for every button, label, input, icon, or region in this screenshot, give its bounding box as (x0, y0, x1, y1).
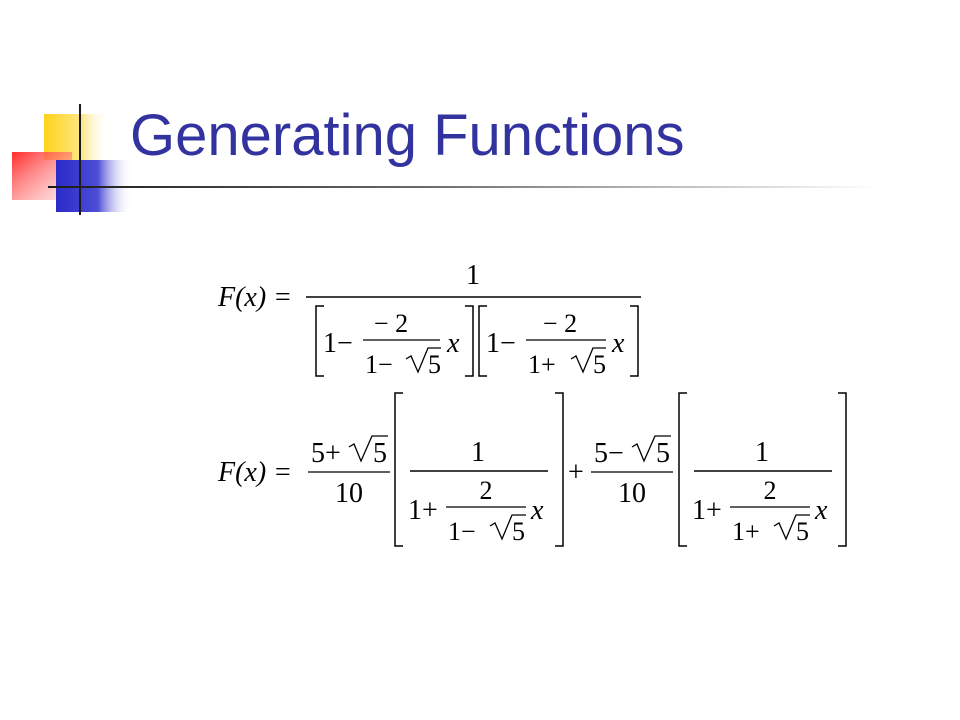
equation-2: F(x) = 5+ 5 10 1 1+ 2 1− 5 x + 5− 5 10 1… (217, 392, 847, 547)
eq2-term1-frac-denominator-lead: 1− (448, 517, 476, 546)
eq1-factor2-frac-denominator-lead: 1+ (528, 350, 556, 379)
eq1-factor2-left-bracket (478, 305, 487, 377)
eq1-factor2-frac-numerator: − 2 (543, 309, 577, 338)
eq2-term1-sqrt-sign (489, 514, 526, 541)
eq1-factor1-frac-denominator-lead: 1− (365, 350, 393, 379)
eq2-term1-frac-numerator: 2 (480, 476, 493, 505)
eq2-term1-coef-numerator-lead: 5+ (311, 438, 341, 469)
eq2-term2-numerator: 1 (755, 437, 769, 468)
eq2-term2-left-bracket (678, 392, 687, 547)
slide-title: Generating Functions (130, 103, 685, 168)
eq2-term2-right-bracket (838, 392, 847, 547)
eq2-term2-lead: 1+ (692, 495, 722, 526)
eq2-term2-frac-numerator: 2 (764, 476, 777, 505)
eq2-term1-variable: x (530, 495, 544, 526)
eq2-term2-radicand: 5 (796, 517, 809, 546)
eq1-factor1-frac-numerator: − 2 (374, 309, 408, 338)
eq1-factor1-variable: x (446, 328, 460, 359)
corner-decoration (12, 104, 132, 215)
eq1-factor1-radicand: 5 (428, 350, 441, 379)
eq2-term1-right-bracket (555, 392, 564, 547)
title-underline (48, 186, 878, 188)
eq2-term2-variable: x (814, 495, 828, 526)
eq1-factor2-variable: x (611, 328, 625, 359)
eq1-factor1-right-bracket (465, 305, 474, 377)
eq2-term1-coef-sqrt-sign (348, 435, 388, 463)
eq1-factor2-right-bracket (630, 305, 639, 377)
eq1-lhs: F(x) = (217, 282, 292, 313)
equation-1: F(x) = 1 1− − 2 1− 5 x 1− − 2 1+ 5 x (217, 260, 641, 379)
deco-yellow-fade (80, 114, 110, 160)
eq2-term1-radicand: 5 (512, 517, 525, 546)
eq1-factor2-lead: 1− (486, 328, 516, 359)
eq2-term2-coef-radicand: 5 (656, 438, 670, 469)
eq2-term2-coef-sqrt-sign (631, 435, 671, 463)
eq1-numerator: 1 (466, 260, 480, 291)
eq1-factor1-left-bracket (315, 305, 324, 377)
eq1-factor1-lead: 1− (323, 328, 353, 359)
eq2-lhs: F(x) = (217, 457, 292, 488)
eq2-term1-left-bracket (394, 392, 403, 547)
eq2-term1-lead: 1+ (408, 495, 438, 526)
eq2-term2-frac-denominator-lead: 1+ (732, 517, 760, 546)
eq2-term1-coef-denominator: 10 (335, 478, 363, 509)
eq1-factor2-sqrt-sign (570, 347, 606, 374)
eq2-term2-sqrt-sign (773, 514, 810, 541)
eq2-term2-coef-numerator-lead: 5− (594, 438, 624, 469)
eq2-plus-operator: + (568, 457, 584, 488)
eq2-term1-coef-radicand: 5 (373, 438, 387, 469)
eq1-factor2-radicand: 5 (593, 350, 606, 379)
eq1-factor1-sqrt-sign (405, 347, 441, 374)
eq2-term1-numerator: 1 (471, 437, 485, 468)
eq2-term2-coef-denominator: 10 (618, 478, 646, 509)
